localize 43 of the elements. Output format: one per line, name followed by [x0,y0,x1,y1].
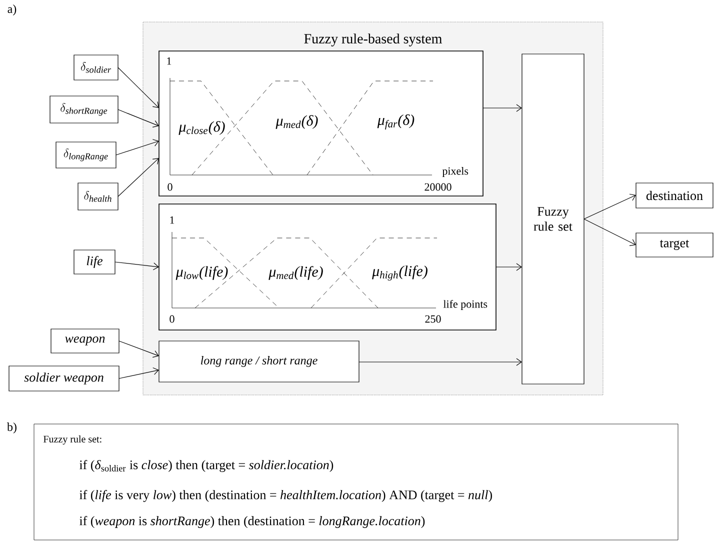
tick-label: 250 [425,315,441,323]
rule-text: if (δ$_{soldier}$ is close) then (target = soldier.location) [79,460,334,472]
tick-label: 20000 [424,183,452,191]
arrow [584,218,636,246]
axis-title: pixels [442,167,468,177]
panel-label: a) [8,4,16,16]
input-box: weapon [50,328,120,354]
output-box: target [636,232,714,258]
tick-label: 1 [170,216,174,224]
arrow [118,67,159,108]
input-box: $\delta_{\mathit{soldier}}$ [74,54,118,80]
arrow [496,263,522,271]
membership-label: μ$_{med}$(δ) [276,115,318,129]
arrow [116,139,159,156]
arrow [118,109,159,128]
tick-label: 1 [167,57,172,65]
rule-text: if (life is very low) then (destination = healthItem.location) AND (target = null) [79,490,492,502]
membership-label: μ$_{low}$(life) [176,266,228,280]
rule-set-box: Fuzzy rule set [522,54,584,384]
input-box: soldier weapon [8,366,120,392]
input-box: life [74,250,116,274]
arrow [482,104,522,112]
arrow [118,158,159,197]
input-box: $\delta_{\mathit{health}}$ [78,182,118,210]
membership-label: μ$_{med}$(life) [268,266,323,280]
arrow [114,262,159,270]
output-box: destination [636,182,714,208]
membership-label: μ$_{close}$(δ) [178,121,225,135]
membership-label: μ$_{far}$(δ) [377,114,414,130]
tick-label: 0 [170,315,174,323]
panel-label: b) [7,422,16,434]
rule-text: if (weapon is shortRange) then (destination = longRange.location) [79,516,425,528]
rule-heading: Fuzzy rule set: [43,435,102,445]
membership-label: μ$_{high}$(life) [372,265,428,281]
arrow [584,194,636,220]
arrow [358,358,522,366]
variable-box: long range / short range [158,340,360,382]
input-box: $\delta_{\mathit{shortRange}}$ [50,96,118,124]
arrow [118,367,159,379]
axis-title: life points [443,300,488,310]
tick-label: 0 [168,183,172,191]
input-box: $\delta_{\mathit{longRange}}$ [56,142,116,168]
arrow [118,340,159,358]
